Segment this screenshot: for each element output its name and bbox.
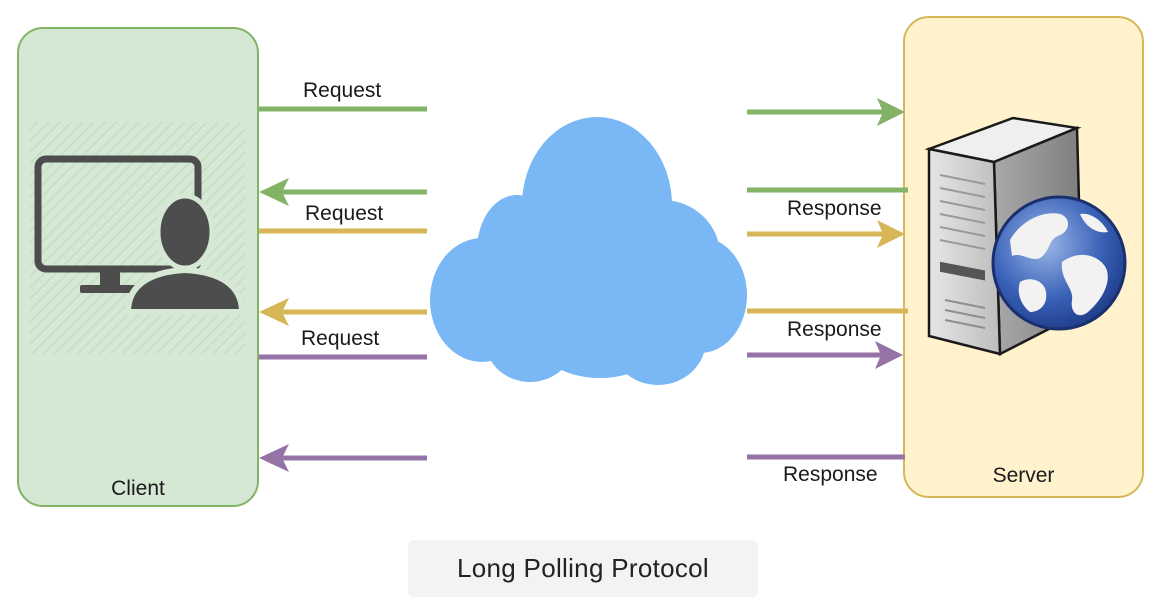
globe-continent-2 xyxy=(1061,254,1108,316)
server-label: Server xyxy=(992,464,1055,487)
request-label-2: Request xyxy=(305,202,384,225)
user-computer-icon xyxy=(30,122,246,354)
arrowhead-response-1 xyxy=(259,178,289,206)
arrowhead-request-3 xyxy=(875,341,903,369)
web-server-icon xyxy=(924,116,1127,357)
tower-front xyxy=(927,147,1002,356)
response-label-3: Response xyxy=(783,463,878,486)
arrowhead-request-2 xyxy=(877,220,905,248)
arrowhead-response-3 xyxy=(259,444,289,472)
monitor-stand xyxy=(100,269,120,285)
globe-continent-3 xyxy=(1018,279,1047,312)
globe-continent-4 xyxy=(1080,213,1108,233)
drive-bays xyxy=(939,174,986,250)
arrowhead-response-2 xyxy=(259,298,289,326)
request-label-1: Request xyxy=(303,79,382,102)
response-label-1: Response xyxy=(787,197,882,220)
message-arrows xyxy=(259,106,908,461)
arrowheads xyxy=(259,98,905,472)
vent-lines xyxy=(944,299,986,329)
caption-box: Long Polling Protocol xyxy=(408,540,758,597)
arrowhead-request-1 xyxy=(877,98,905,126)
drive-slot xyxy=(940,261,985,281)
cloud-icon xyxy=(430,117,747,385)
monitor-base xyxy=(80,285,142,293)
diagram-caption: Long Polling Protocol xyxy=(456,553,710,583)
response-label-2: Response xyxy=(787,318,882,341)
globe-continent-1 xyxy=(1010,213,1069,259)
request-label-3: Request xyxy=(301,327,380,350)
user-head-icon xyxy=(155,193,215,271)
client-label: Client xyxy=(111,477,165,500)
